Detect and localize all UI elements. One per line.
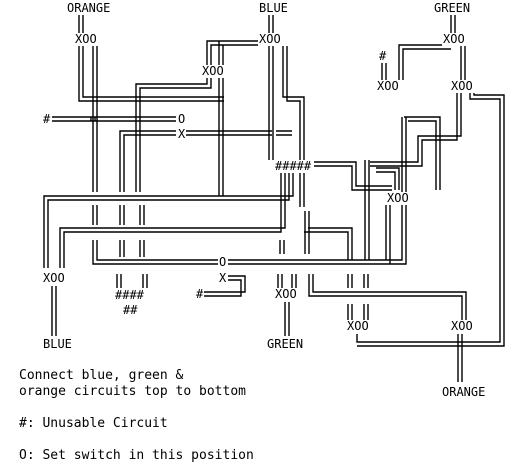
- wire: [279, 240, 285, 254]
- switch-orange-top[interactable]: XOO: [74, 32, 98, 46]
- wire: [92, 205, 98, 225]
- instruction-line: orange circuits top to bottom: [19, 384, 246, 399]
- cross-marker[interactable]: X: [177, 127, 187, 141]
- circuit-wires: [43, 15, 505, 382]
- wire: [385, 205, 391, 264]
- legend-set-switch: O: Set switch in this position: [19, 448, 254, 463]
- wire: [304, 227, 353, 260]
- wire: [78, 15, 84, 33]
- wire: [364, 160, 370, 260]
- wire: [460, 46, 466, 80]
- wire: [204, 275, 246, 297]
- wire: [299, 172, 305, 207]
- set-switch-marker[interactable]: O: [218, 255, 228, 269]
- unusable-marker: #: [42, 112, 52, 126]
- switch-bottom-a[interactable]: XOO: [346, 319, 370, 333]
- wire: [59, 172, 286, 268]
- wire: [43, 172, 294, 268]
- wire: [186, 130, 272, 136]
- wire: [314, 161, 392, 191]
- switch-green-top[interactable]: XOO: [442, 32, 466, 46]
- switch-center-bottom[interactable]: XOO: [274, 287, 298, 301]
- wire: [282, 46, 305, 160]
- blue-bottom-label: BLUE: [43, 337, 72, 351]
- wire: [370, 93, 462, 167]
- wire: [276, 130, 292, 136]
- orange-bottom-label: ORANGE: [442, 385, 486, 399]
- blue-top-label: BLUE: [259, 1, 288, 15]
- unusable-marker: #: [378, 49, 388, 63]
- switch-upper-middle[interactable]: XOO: [201, 64, 225, 78]
- wire: [268, 46, 274, 160]
- switch-left-bottom[interactable]: XOO: [42, 271, 66, 285]
- orange-top-label: ORANGE: [67, 1, 111, 15]
- wire: [347, 304, 369, 320]
- switch-right-middle[interactable]: XOO: [386, 191, 410, 205]
- set-switch-marker[interactable]: O: [177, 112, 187, 126]
- wire: [90, 117, 96, 121]
- unusable-block: ####: [114, 288, 145, 302]
- wire: [450, 15, 456, 33]
- switch-bottom-b[interactable]: XOO: [450, 319, 474, 333]
- wire: [398, 44, 451, 80]
- legend-unusable: #: Unusable Circuit: [19, 416, 168, 431]
- wire: [51, 286, 57, 336]
- unusable-block: ##: [122, 303, 139, 317]
- wire: [228, 117, 407, 265]
- wire: [92, 46, 98, 192]
- instruction-line: Connect blue, green &: [19, 368, 184, 383]
- cross-marker[interactable]: X: [218, 271, 228, 285]
- wire: [457, 334, 463, 382]
- wire: [404, 116, 441, 190]
- wire: [277, 274, 297, 288]
- wire: [119, 130, 176, 192]
- switch-blue-top[interactable]: XOO: [258, 32, 282, 46]
- wire: [135, 78, 212, 192]
- wire: [52, 116, 176, 122]
- wire: [284, 302, 290, 336]
- switch-green-right[interactable]: XOO: [450, 79, 474, 93]
- green-top-label: GREEN: [434, 1, 471, 15]
- wire: [78, 46, 224, 102]
- wire: [119, 205, 145, 225]
- wire: [356, 93, 505, 347]
- wire: [308, 274, 467, 320]
- wire: [119, 240, 145, 257]
- switch-green-left[interactable]: XOO: [376, 79, 400, 93]
- wire: [116, 274, 148, 288]
- wire: [92, 240, 220, 265]
- unusable-block: #####: [274, 159, 313, 173]
- wire: [376, 167, 400, 190]
- green-bottom-label: GREEN: [267, 337, 304, 351]
- wire: [268, 15, 274, 33]
- wire: [347, 274, 369, 288]
- wire: [206, 40, 263, 65]
- unusable-marker: #: [195, 287, 205, 301]
